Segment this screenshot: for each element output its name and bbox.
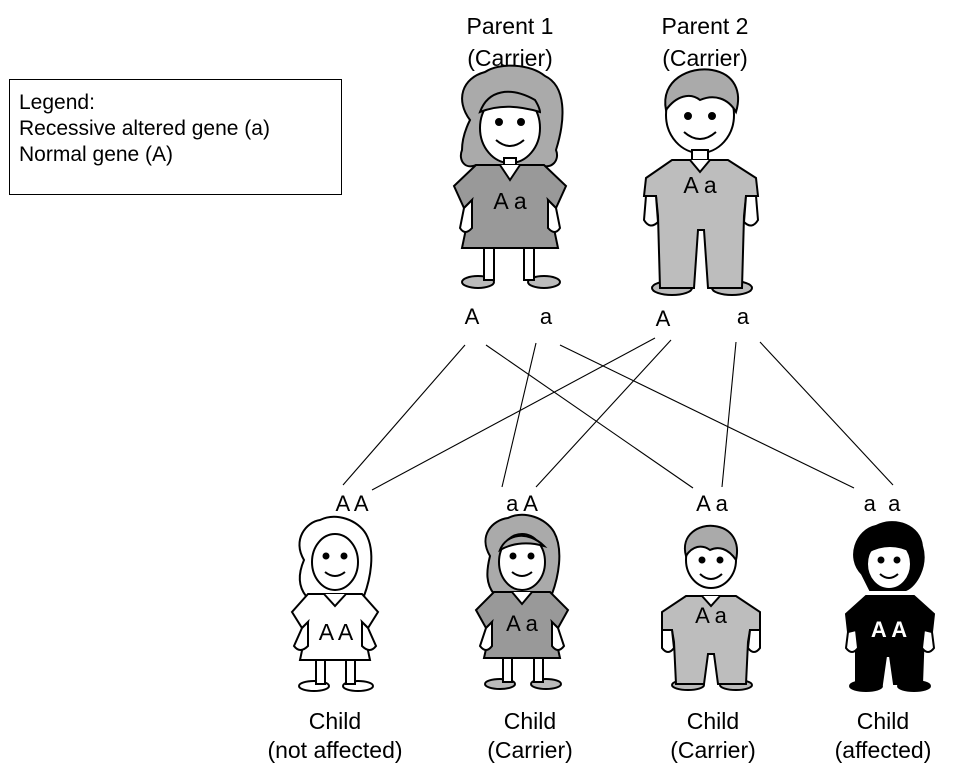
child-2-allele-pair: a A xyxy=(506,491,538,516)
child-1-label: Child xyxy=(308,708,362,734)
parent-2-label: Parent 2 xyxy=(661,13,749,39)
parent-2-allele-a: a xyxy=(736,304,750,329)
child-3-figure xyxy=(661,524,761,691)
line-p2a-child4 xyxy=(759,341,894,486)
child-4-genotype: A A xyxy=(870,617,908,642)
parent-2-figure xyxy=(642,68,760,296)
child-3-allele-pair: A a xyxy=(696,491,728,516)
line-p1A-child3 xyxy=(485,344,694,489)
legend-title: Legend: xyxy=(19,91,95,114)
inheritance-lines xyxy=(342,337,894,491)
parent-1-allele-a: a xyxy=(539,304,553,329)
child-2-label: Child xyxy=(503,708,557,734)
parent-1-label: Parent 1 xyxy=(466,13,554,39)
child-1-genotype: A A xyxy=(318,619,354,645)
line-p2A-child1 xyxy=(371,337,656,491)
child-1-figure xyxy=(290,515,380,692)
line-p1a-child4 xyxy=(559,344,855,489)
parent-2-status: (Carrier) xyxy=(662,45,748,71)
parent-2-allele-A: A xyxy=(655,306,671,331)
child-4-status: (affected) xyxy=(834,737,932,763)
child-3-label: Child xyxy=(686,708,740,734)
line-p2a-child3 xyxy=(721,341,737,488)
line-p2A-child2 xyxy=(535,339,672,488)
child-4-label: Child xyxy=(856,708,910,734)
child-1-status: (not affected) xyxy=(267,737,403,763)
child-3-status: (Carrier) xyxy=(670,737,756,763)
parent-2-genotype: A a xyxy=(683,172,717,198)
parent-1-genotype: A a xyxy=(493,188,527,214)
child-4-allele-pair: a a xyxy=(863,491,901,516)
child-4-figure xyxy=(844,521,936,692)
parent-1-status: (Carrier) xyxy=(467,45,553,71)
line-p1A-child1 xyxy=(342,344,466,486)
line-p1a-child2 xyxy=(501,342,537,488)
parent-1-allele-A: A xyxy=(464,304,480,329)
child-2-genotype: A a xyxy=(506,611,538,636)
parent-1-figure xyxy=(452,64,568,289)
child-3-genotype: A a xyxy=(695,603,727,628)
child-2-figure xyxy=(474,513,570,690)
child-1-allele-pair: A A xyxy=(335,491,369,516)
legend-box: Legend: Recessive altered gene (a) Norma… xyxy=(9,79,342,195)
legend-normal-gene: Normal gene (A) xyxy=(19,143,174,166)
legend-recessive-gene: Recessive altered gene (a) xyxy=(19,117,270,140)
child-2-status: (Carrier) xyxy=(487,737,573,763)
